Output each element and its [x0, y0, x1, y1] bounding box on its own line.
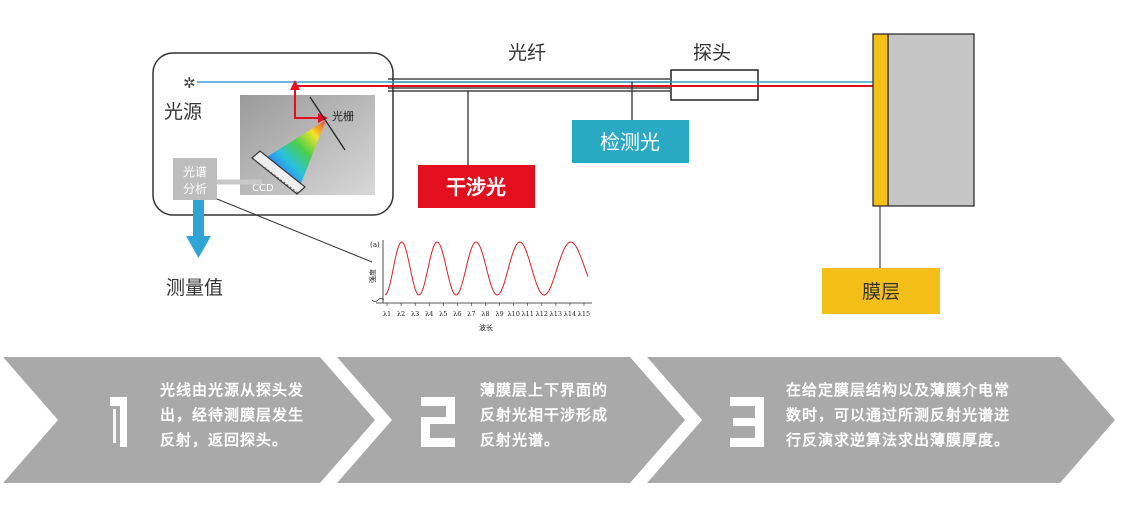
- inset-tick-label: λ14: [564, 310, 576, 318]
- inset-tick-label: λ2: [397, 310, 405, 318]
- detection-light-label: 检测光: [600, 130, 660, 154]
- inset-tick-label: λ8: [481, 310, 489, 318]
- step-arrow-2: [337, 357, 685, 483]
- step-3-line-1: 在给定膜层结构以及薄膜介电常: [786, 381, 1011, 399]
- step-1-line-2: 出，经待测膜层发生: [160, 406, 305, 424]
- step-arrow-3: [647, 357, 1115, 483]
- step-2-line-2: 反射光相干涉形成: [480, 406, 609, 424]
- step-number-3: [730, 397, 764, 447]
- inset-xlabel: 波长: [479, 323, 493, 332]
- ccd-sensor: [251, 150, 306, 195]
- inset-tick-label: λ13: [550, 310, 562, 318]
- step-3-line-2: 数时，可以通过所测反射光谱进: [786, 406, 1011, 424]
- film-layer: [872, 33, 889, 207]
- inset-tick-label: λ11: [522, 310, 534, 318]
- ccd-label: CCD: [252, 183, 274, 194]
- inset-tick-label: λ3: [411, 310, 419, 318]
- inset-tick-label: λ1: [383, 310, 391, 318]
- step-2-text: 薄膜层上下界面的 反射光相干涉形成 反射光谱。: [480, 378, 640, 453]
- inset-tick-label: λ7: [467, 310, 475, 318]
- step-1-text: 光线由光源从探头发 出，经待测膜层发生 反射，返回探头。: [160, 378, 330, 453]
- inset-tick-label: λ4: [425, 310, 433, 318]
- inset-ylabel: 强度: [368, 269, 377, 283]
- spectrum-analysis-label-2: 分析: [183, 182, 207, 196]
- interference-light-label: 干涉光: [446, 175, 506, 199]
- grating-line: [309, 96, 346, 151]
- output-arrow-shaft: [193, 200, 204, 236]
- probe-label: 探头: [693, 42, 731, 64]
- grating-label: 光栅: [332, 109, 354, 123]
- interference-light-badge: [418, 165, 535, 208]
- reflected-beam-arrowhead: [318, 113, 328, 123]
- light-source-icon: ✲: [183, 74, 196, 92]
- reflected-beam-uparrow: [290, 80, 300, 90]
- step-3-line-3: 行反演求逆算法求出薄膜厚度。: [786, 431, 1011, 449]
- reflected-beam: [294, 85, 873, 119]
- step-2-line-1: 薄膜层上下界面的: [480, 381, 609, 399]
- step-2-line-3: 反射光谱。: [480, 431, 561, 449]
- step-1-line-1: 光线由光源从探头发: [160, 381, 305, 399]
- step-number-2: [421, 397, 455, 447]
- substrate: [887, 33, 975, 207]
- inset-tick-label: λ9: [495, 310, 503, 318]
- step-arrow-1: [3, 357, 375, 483]
- film-layer-badge: [822, 268, 940, 314]
- step-1-line-3: 反射，返回探头。: [160, 431, 289, 449]
- inset-tick-label: λ12: [536, 310, 548, 318]
- chart-leader-line: [216, 198, 373, 263]
- inset-tick-label: λ5: [439, 310, 447, 318]
- spectrum-analysis-box: [173, 158, 217, 200]
- spectrum-analysis-label-1: 光谱: [183, 165, 207, 179]
- inset-panel-label: (a): [370, 241, 380, 249]
- inset-curve: [384, 241, 589, 296]
- fiber-label: 光纤: [508, 42, 546, 64]
- film-layer-label: 膜层: [862, 281, 900, 303]
- inset-tick-label: λ6: [453, 310, 461, 318]
- inset-axis-break: [371, 298, 385, 302]
- output-arrow-head: [186, 236, 211, 258]
- step-number-1: [110, 397, 127, 447]
- measured-value-label: 测量值: [166, 277, 223, 299]
- light-source-label: 光源: [164, 101, 202, 123]
- step-3-text: 在给定膜层结构以及薄膜介电常 数时，可以通过所测反射光谱进 行反演求逆算法求出薄…: [786, 378, 1036, 453]
- ccd-hatching: [254, 159, 299, 194]
- inset-tick-label: λ10: [507, 310, 519, 318]
- detection-light-badge: [572, 120, 689, 163]
- inset-tick-label: λ15: [578, 310, 590, 318]
